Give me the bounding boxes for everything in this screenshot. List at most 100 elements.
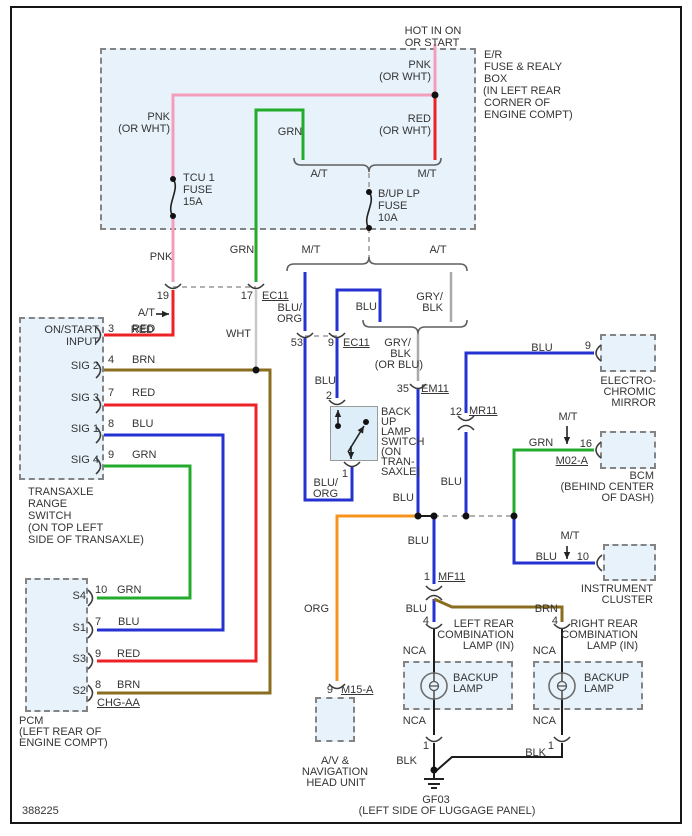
er-box-5: CORNER OF: [484, 97, 550, 109]
pcm-pin-7-glyph: [87, 621, 94, 639]
connector-9-m15a-glyph: [328, 683, 346, 690]
backup-left-2: LAMP: [453, 683, 483, 695]
pcm-name-3: ENGINE COMPT): [19, 737, 108, 749]
switch-contact-b: [363, 419, 369, 425]
mirror-label-2: CHROMIC: [603, 386, 656, 398]
blu-mirror-label: BLU: [531, 342, 553, 354]
blk-right-label: BLK: [525, 747, 546, 759]
pcm-pin7-num: 7: [95, 616, 102, 628]
fuse-bup-lp-top: [366, 189, 372, 195]
switch-pin-2-glyph: [328, 399, 346, 406]
pcm-pin9-num: 9: [95, 648, 102, 660]
trs-name-5: SIDE OF TRANSAXLE): [28, 534, 144, 546]
er-box-1: E/R: [484, 49, 503, 61]
trs-pin-3-glyph: [95, 326, 102, 344]
pin-17: 17: [240, 290, 253, 302]
backup-left-1: BACKUP: [453, 672, 499, 684]
pin-1-right: 1: [547, 740, 554, 752]
pcm-pin-8-glyph: [87, 684, 94, 702]
trs-blu-label: BLU: [132, 418, 154, 430]
bcm-label-2: (BEHIND CENTER: [560, 481, 654, 493]
trs-pin8-num: 8: [108, 418, 115, 430]
pnk-below: PNK: [149, 251, 173, 263]
wire-grn-sig4: [97, 464, 192, 600]
wire-red-sig3: [97, 403, 258, 663]
arrow-at-annotation-head: [162, 310, 169, 318]
gf03-sub: (LEFT SIDE OF LUGGAGE PANEL): [358, 805, 536, 817]
left-lamp-1: LEFT REAR: [453, 618, 514, 630]
junction-ground: [430, 766, 438, 774]
hot-in-on-1: HOT IN ON: [404, 25, 462, 37]
nca-left-top: NCA: [402, 645, 426, 657]
bup-fuse-1: B/UP LP: [378, 188, 420, 200]
gryblk-at-1: GRY/: [416, 291, 443, 303]
backup-right-2: LAMP: [584, 683, 614, 695]
cluster-pin-10-glyph: [596, 554, 603, 572]
backup-right-1: BACKUP: [584, 672, 630, 684]
bluorg-out-1: BLU/: [313, 477, 338, 489]
cluster-label-2: CLUSTER: [601, 594, 653, 606]
right-lamp-pin-4-glyph: [553, 623, 571, 630]
pin-16: 16: [579, 438, 592, 450]
gf03-label: GF03: [422, 794, 450, 806]
switch-label-5: (ON: [381, 446, 402, 458]
fuse-tcu1-top: [170, 176, 176, 182]
switch-label-7: SAXLE): [381, 466, 421, 478]
wire-blk-right: [435, 743, 563, 772]
trs-pin-9-glyph: [95, 457, 102, 475]
pin-2: 2: [325, 390, 332, 402]
er-box-2: FUSE & REALY: [484, 61, 563, 73]
pcm-pin10-num: 10: [95, 584, 108, 596]
at-top: A/T: [310, 168, 328, 180]
blu-loop-label: BLU: [355, 301, 377, 313]
nca-right-bottom: NCA: [532, 715, 556, 727]
tcu-fuse-3: 15A: [183, 196, 203, 208]
junction-wht-brn: [252, 366, 260, 374]
connector-17-ec11-glyph: [247, 283, 265, 290]
pin-10: 10: [576, 551, 589, 563]
right-lamp-1: RIGHT REAR: [570, 618, 638, 630]
blk-left-label: BLK: [396, 755, 417, 767]
pin-9-mirror: 9: [584, 340, 591, 352]
trs-sig4: SIG 4: [70, 454, 99, 466]
wire-org-to-nav: [335, 514, 418, 681]
pin-53: 53: [290, 337, 303, 349]
junction-row-2: [430, 512, 438, 520]
grn-bcm-label: GRN: [528, 437, 554, 449]
bcm-pin-16-glyph: [595, 441, 602, 459]
pcm-brn-label: BRN: [117, 679, 141, 691]
pnk-orwht-top-2: (OR WHT): [379, 71, 431, 83]
wire-blu-feed-loop: [335, 288, 382, 331]
pin-1-mf11: 1: [423, 571, 430, 583]
grn-inbox: GRN: [277, 126, 303, 138]
pin-9-ec11: 9: [327, 337, 334, 349]
transaxle-range-switch-box: [19, 317, 104, 480]
wire-brn-right-lamp: [433, 597, 564, 622]
mirror-label-1: ELECTRO-: [600, 375, 656, 387]
brace-merge: [362, 319, 468, 335]
trs-name-2: RANGE: [28, 498, 68, 510]
switch-label-1: BACK: [381, 406, 411, 418]
wire-grn-bcm: [512, 448, 594, 516]
bup-fuse-2: FUSE: [378, 200, 408, 212]
junction-row-4: [510, 512, 518, 520]
left-lamp-3: LAMP (IN): [462, 640, 514, 652]
pcm-pin-9-glyph: [87, 652, 94, 670]
pcm-box: [25, 578, 88, 712]
brace-at-mt-top: [293, 157, 442, 173]
blu-em11-label: BLU: [392, 492, 414, 504]
pnk-orwht-left-2: (OR WHT): [118, 123, 170, 135]
trs-pin-8-glyph: [95, 426, 102, 444]
red-orwht-2: (OR WHT): [379, 125, 431, 137]
gryblk-main-2: BLK: [390, 348, 411, 360]
connector-19-glyph: [164, 283, 182, 290]
pcm-pin-10-glyph: [87, 589, 94, 607]
pnk-orwht-top-1: PNK: [408, 59, 431, 71]
connector-53-glyph: [296, 332, 314, 339]
wire-blu-org-to-switch: [303, 338, 354, 502]
trs-onstart-2: INPUT: [66, 336, 99, 348]
arrow-mt-bcm-head: [563, 437, 571, 444]
fuse-bup-lp-bottom: [366, 225, 372, 231]
mf11-label: MF11: [438, 571, 466, 583]
